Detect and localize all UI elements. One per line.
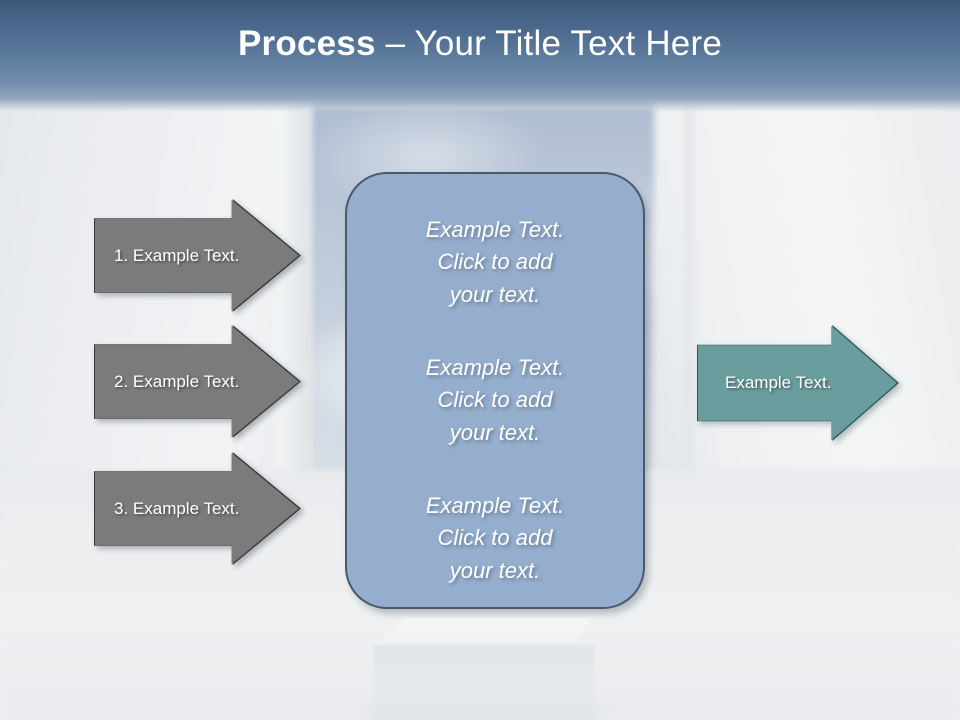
center-process-panel[interactable]: Example Text. Click to add your text. Ex… <box>345 172 645 609</box>
background-pedestal-top <box>374 617 593 647</box>
input-arrow-2[interactable]: 2. Example Text. <box>94 325 301 438</box>
output-arrow-label: Example Text. <box>725 373 832 392</box>
input-arrow-1[interactable]: 1. Example Text. <box>94 199 301 312</box>
input-arrow-3[interactable]: 3. Example Text. <box>94 452 301 565</box>
panel-text-block-2: Example Text. Click to add your text. <box>425 354 565 445</box>
input-arrow-2-label: 2. Example Text. <box>114 371 240 391</box>
page-title: Process – Your Title Text Here <box>0 0 960 112</box>
page-title-strong: Process <box>238 24 376 63</box>
panel-text-block-1: Example Text. Click to add your text. <box>425 217 565 307</box>
title-banner <box>0 0 960 112</box>
input-arrow-3-label: 3. Example Text. <box>114 498 240 518</box>
input-arrow-1-label: 1. Example Text. <box>114 245 240 265</box>
page-title-rest: – Your Title Text Here <box>375 24 722 63</box>
output-arrow[interactable]: Example Text. <box>697 325 899 441</box>
background-wall-right-seam <box>686 0 696 560</box>
panel-text-block-3: Example Text. Click to add your text. <box>425 492 565 583</box>
background-pedestal-face <box>374 645 594 720</box>
